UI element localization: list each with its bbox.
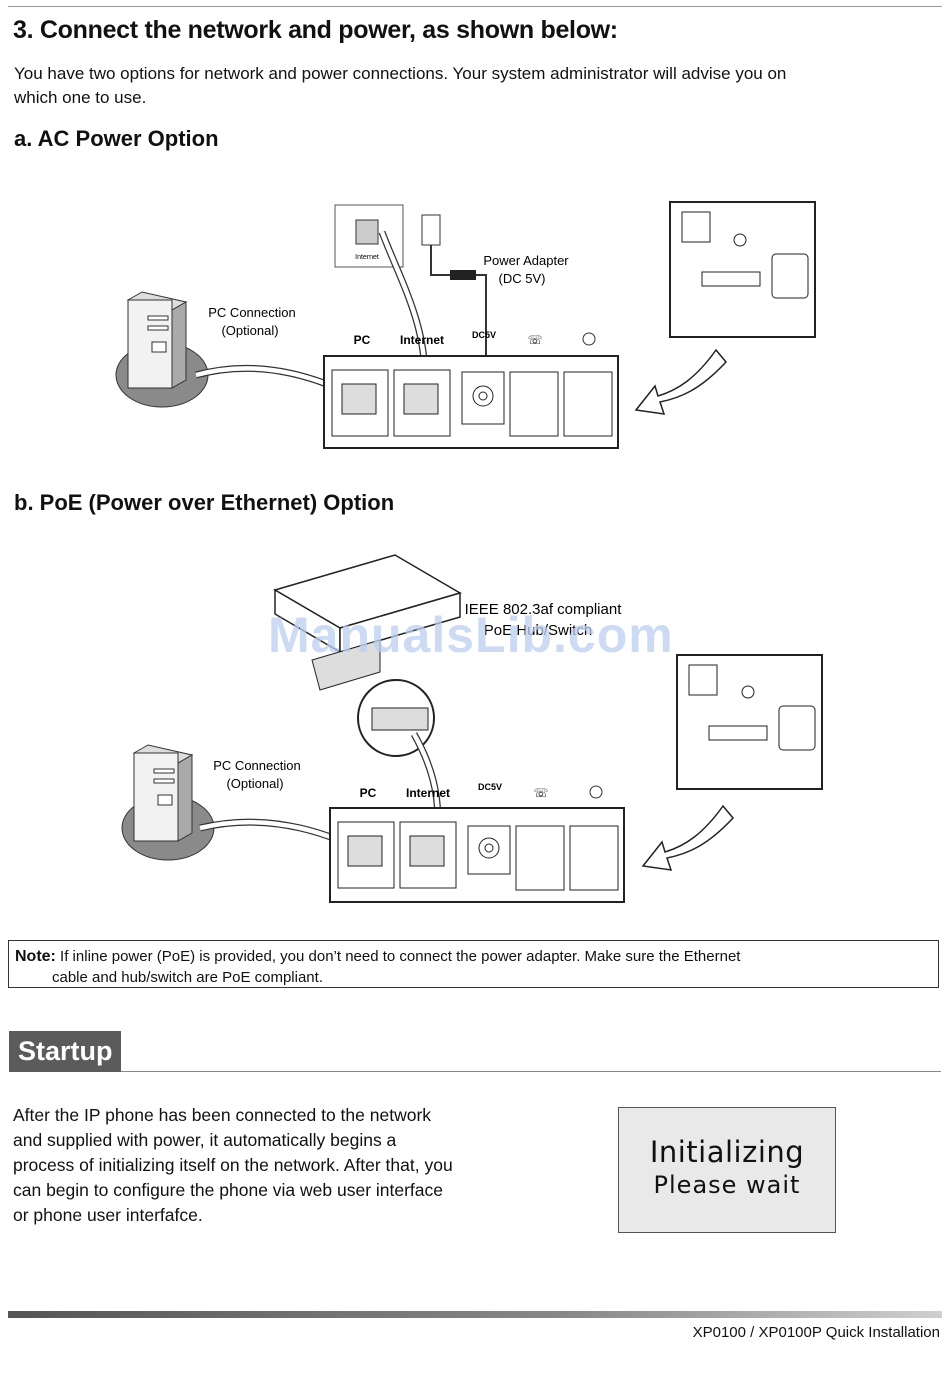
startup-rule bbox=[121, 1071, 941, 1072]
top-rule bbox=[8, 6, 942, 7]
port-label-internet: Internet bbox=[400, 333, 444, 347]
power-adapter-icon bbox=[421, 214, 487, 358]
note-label: Note: bbox=[15, 948, 56, 965]
headset-icon bbox=[582, 332, 596, 346]
footer-text: XP0100 / XP0100P Quick Installation bbox=[692, 1324, 940, 1341]
watermark: ManualsLib.com bbox=[268, 607, 674, 663]
port-label-pc: PC bbox=[360, 786, 377, 800]
port-label-internet: Internet bbox=[406, 786, 450, 800]
footer-bar bbox=[8, 1311, 942, 1318]
phone-rear-icon bbox=[669, 201, 816, 338]
power-adapter-label: Power Adapter bbox=[483, 253, 569, 268]
phone-rear-icon bbox=[676, 654, 823, 790]
startup-paragraph: After the IP phone has been connected to… bbox=[13, 1105, 453, 1225]
lcd-display: Initializing Please wait bbox=[618, 1107, 836, 1233]
lcd-line1: Initializing bbox=[649, 1135, 805, 1169]
pc-tower-icon bbox=[121, 744, 215, 861]
port-label-dc: DC5V bbox=[472, 330, 496, 340]
startup-heading: Startup bbox=[9, 1031, 121, 1072]
note-box: Note: If inline power (PoE) is provided,… bbox=[8, 940, 939, 988]
phone-back-panel bbox=[329, 807, 625, 903]
headset-icon bbox=[589, 785, 603, 799]
switch-label-1: IEEE 802.3af compliant bbox=[465, 601, 623, 618]
ac-power-diagram: PC Connection (Optional) Internet Power … bbox=[115, 201, 816, 449]
handset-icon: ☏ bbox=[533, 786, 548, 800]
handset-icon: ☏ bbox=[527, 333, 542, 347]
pc-connection-label: PC Connection bbox=[208, 305, 295, 320]
poe-option-heading: b. PoE (Power over Ethernet) Option bbox=[14, 490, 395, 515]
pc-connection-label: PC Connection bbox=[213, 758, 300, 773]
ac-option-heading: a. AC Power Option bbox=[14, 126, 219, 151]
poe-switch-icon bbox=[273, 554, 462, 691]
pc-connection-optional: (Optional) bbox=[226, 776, 283, 791]
note-line2: cable and hub/switch are PoE compliant. bbox=[52, 969, 323, 986]
switch-label-2: PoE Hub/Switch bbox=[484, 622, 592, 639]
pc-tower-icon bbox=[115, 291, 209, 408]
intro-paragraph: You have two options for network and pow… bbox=[14, 64, 787, 107]
phone-back-panel bbox=[323, 355, 619, 449]
lcd-line2: Please wait bbox=[653, 1171, 801, 1199]
svg-text:Internet: Internet bbox=[355, 254, 379, 261]
note-line1: If inline power (PoE) is provided, you d… bbox=[55, 948, 741, 965]
port-label-dc: DC5V bbox=[478, 782, 502, 792]
power-adapter-spec: (DC 5V) bbox=[499, 271, 546, 286]
pc-connection-optional: (Optional) bbox=[221, 323, 278, 338]
poe-diagram: IEEE 802.3af compliant PoE Hub/Switch PC… bbox=[121, 554, 823, 903]
port-label-pc: PC bbox=[354, 333, 371, 347]
section-heading: 3. Connect the network and power, as sho… bbox=[13, 16, 618, 44]
